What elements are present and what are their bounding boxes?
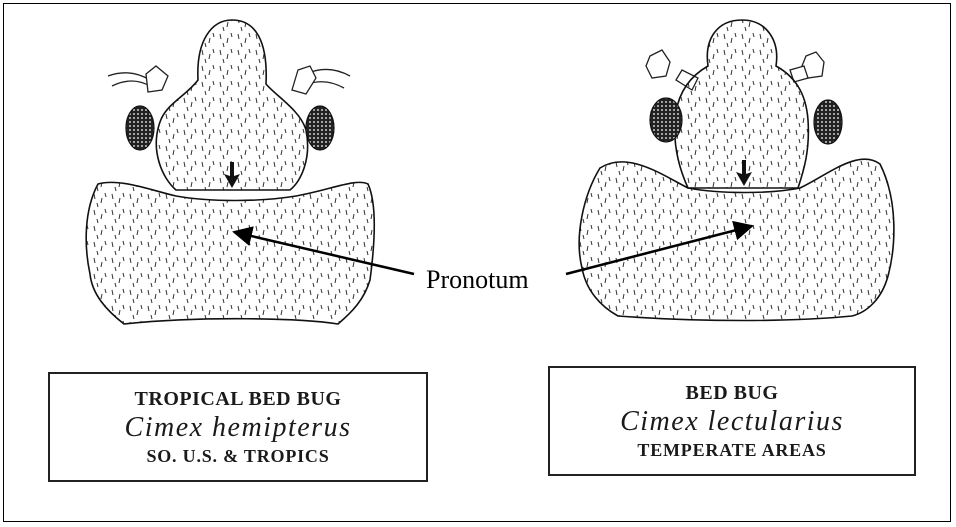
bed-bug-common-name: BED BUG [550, 380, 914, 406]
bed-bug-region: TEMPERATE AREAS [550, 438, 914, 462]
bed-bug-drawing [579, 20, 894, 321]
right-head [675, 20, 809, 188]
left-eye-left [126, 106, 154, 150]
right-antenna-right [790, 52, 824, 82]
left-antenna-left [108, 66, 168, 92]
pronotum-label: Pronotum [426, 265, 529, 295]
bed-bug-scientific-name: Cimex lectularius [550, 406, 914, 438]
bed-bug-label-box: BED BUG Cimex lectularius TEMPERATE AREA… [548, 366, 916, 476]
left-pronotum [86, 182, 374, 324]
tropical-scientific-name: Cimex hemipterus [50, 412, 426, 444]
tropical-bed-bug-drawing [86, 20, 374, 324]
left-eye-right [306, 106, 334, 150]
right-eye-right [814, 100, 842, 144]
tropical-region: SO. U.S. & TROPICS [50, 444, 426, 468]
tropical-bed-bug-label-box: TROPICAL BED BUG Cimex hemipterus SO. U.… [48, 372, 428, 482]
right-eye-left [650, 98, 682, 142]
tropical-common-name: TROPICAL BED BUG [50, 386, 426, 412]
left-antenna-right [292, 66, 350, 94]
